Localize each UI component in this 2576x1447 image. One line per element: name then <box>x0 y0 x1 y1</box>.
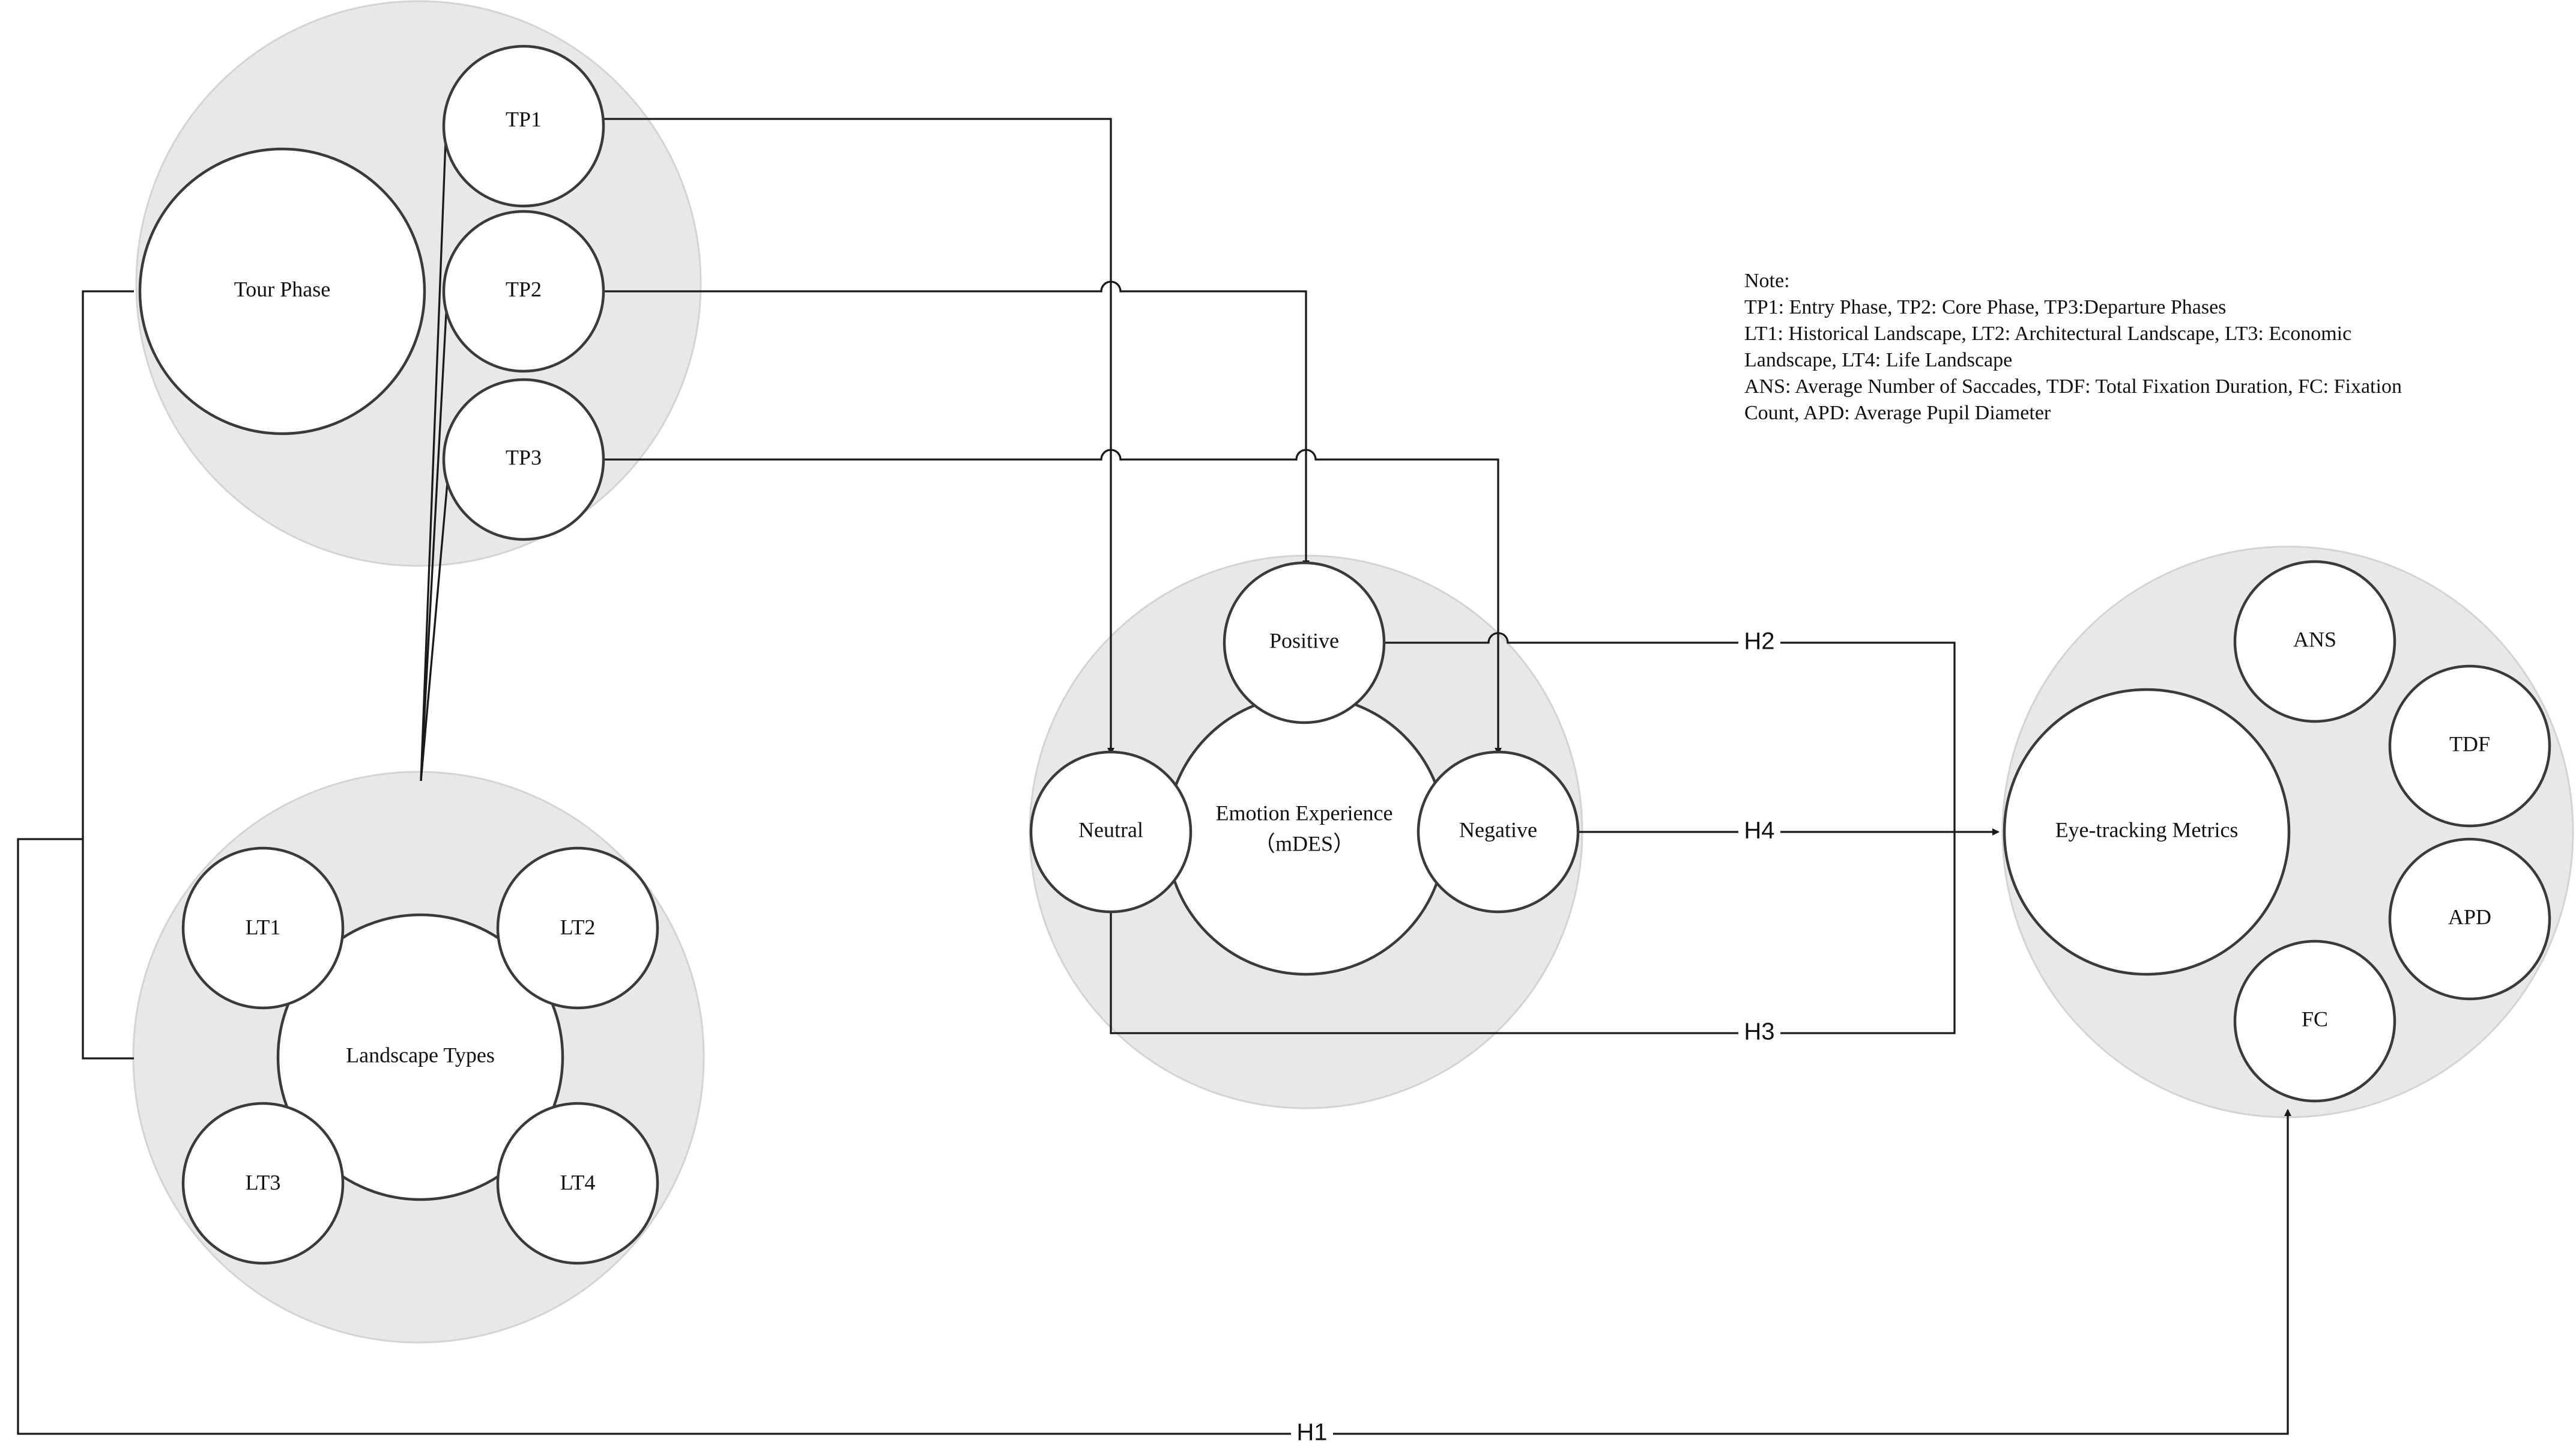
tour-phase-label: Tour Phase <box>234 277 330 301</box>
eye-tracking-node <box>2003 688 2291 976</box>
tp3-node <box>442 378 605 541</box>
tp1-label: TP1 <box>506 107 542 131</box>
lt4-node <box>496 1102 659 1265</box>
ans-node <box>2233 560 2396 723</box>
note-line-metrics-1: ANS: Average Number of Saccades, TDF: To… <box>1744 375 2402 398</box>
tour-phase-node <box>138 147 426 435</box>
tdf-label: TDF <box>2449 732 2490 756</box>
positive-label: Positive <box>1269 628 1339 652</box>
note-line-title: Note: <box>1744 270 1790 292</box>
note-line-lt-2: Landscape, LT4: Life Landscape <box>1744 349 2012 371</box>
tp1-to-neutral-path <box>603 118 1114 755</box>
negative-node <box>1416 750 1580 914</box>
tp1-node <box>442 44 605 208</box>
h2-path <box>1382 632 1956 832</box>
fc-node <box>2233 939 2396 1103</box>
ans-label: ANS <box>2293 627 2336 651</box>
landscape-types-node <box>276 913 564 1201</box>
negative-label: Negative <box>1459 818 1537 842</box>
lt1-node <box>181 846 345 1010</box>
lt4-label: LT4 <box>560 1170 596 1194</box>
h4-label: H4 <box>1744 818 1774 844</box>
positive-node <box>1223 561 1386 724</box>
landscape-types-label: Landscape Types <box>346 1043 495 1067</box>
tdf-node <box>2388 664 2551 828</box>
h1-path <box>17 838 2291 1435</box>
eye-tracking-label: Eye-tracking Metrics <box>2055 818 2239 842</box>
neutral-label: Neutral <box>1078 818 1143 842</box>
lt3-label: LT3 <box>246 1170 281 1194</box>
tp3-to-lt-connector <box>420 462 450 781</box>
tp2-to-lt-connector <box>420 291 449 781</box>
lt2-label: LT2 <box>560 915 596 939</box>
lt3-node <box>181 1102 345 1265</box>
tp3-to-negative-path <box>603 449 1502 755</box>
note-line-metrics-2: Count, APD: Average Pupil Diameter <box>1744 402 2051 424</box>
tp2-to-positive-path <box>603 281 1310 568</box>
tp3-label: TP3 <box>506 445 542 469</box>
h3-path <box>1110 832 1956 1034</box>
apd-label: APD <box>2448 905 2491 929</box>
note-block: Note: TP1: Entry Phase, TP2: Core Phase,… <box>1744 270 2402 424</box>
h3-label: H3 <box>1744 1019 1774 1045</box>
left-bracket-connector <box>82 290 134 1060</box>
fc-label: FC <box>2302 1007 2328 1031</box>
emotion-experience-sublabel: （mDES） <box>1254 831 1355 855</box>
apd-node <box>2388 837 2551 1001</box>
note-line-lt-1: LT1: Historical Landscape, LT2: Architec… <box>1744 323 2351 345</box>
h1-label: H1 <box>1296 1419 1327 1446</box>
emotion-experience-label: Emotion Experience <box>1216 801 1393 825</box>
neutral-node <box>1029 750 1193 914</box>
note-line-tp: TP1: Entry Phase, TP2: Core Phase, TP3:D… <box>1744 296 2226 318</box>
lt1-label: LT1 <box>246 915 281 939</box>
tp2-node <box>442 210 605 373</box>
tp1-to-lt-connector <box>420 126 447 781</box>
h2-label: H2 <box>1744 628 1774 655</box>
tp2-label: TP2 <box>506 277 542 301</box>
lt2-node <box>496 846 659 1010</box>
